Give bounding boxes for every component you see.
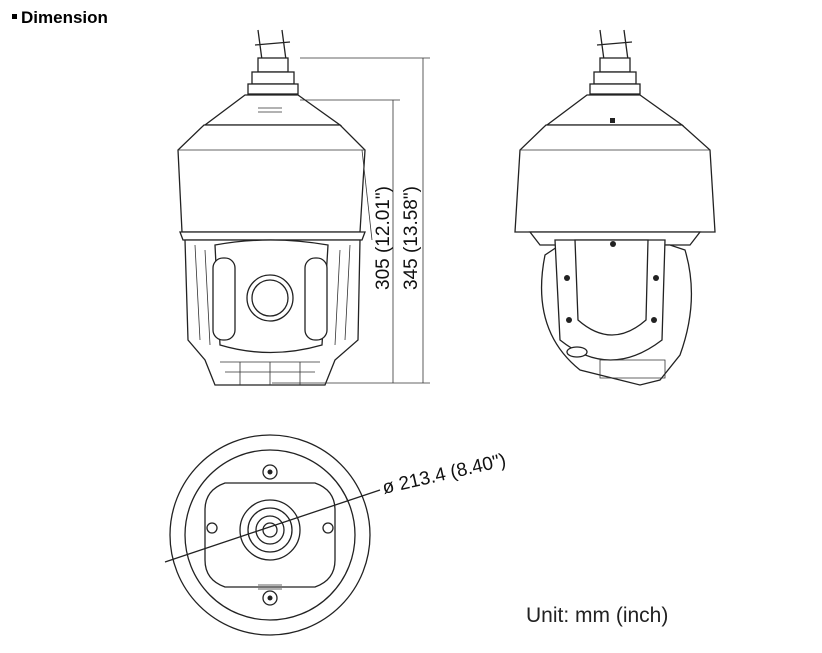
section-title: Dimension [12, 8, 108, 28]
diameter-label: ø 213.4 (8.40") [380, 450, 508, 499]
height-dimension-lines [272, 57, 430, 384]
unit-label: Unit: mm (inch) [526, 604, 669, 627]
front-view [177, 29, 366, 386]
bottom-view [164, 434, 381, 636]
side-view [514, 29, 716, 386]
section-title-text: Dimension [21, 8, 108, 27]
height-305-label: 305 (12.01") [373, 186, 394, 290]
bullet-icon [12, 14, 17, 20]
height-345-label: 345 (13.58") [401, 186, 422, 290]
